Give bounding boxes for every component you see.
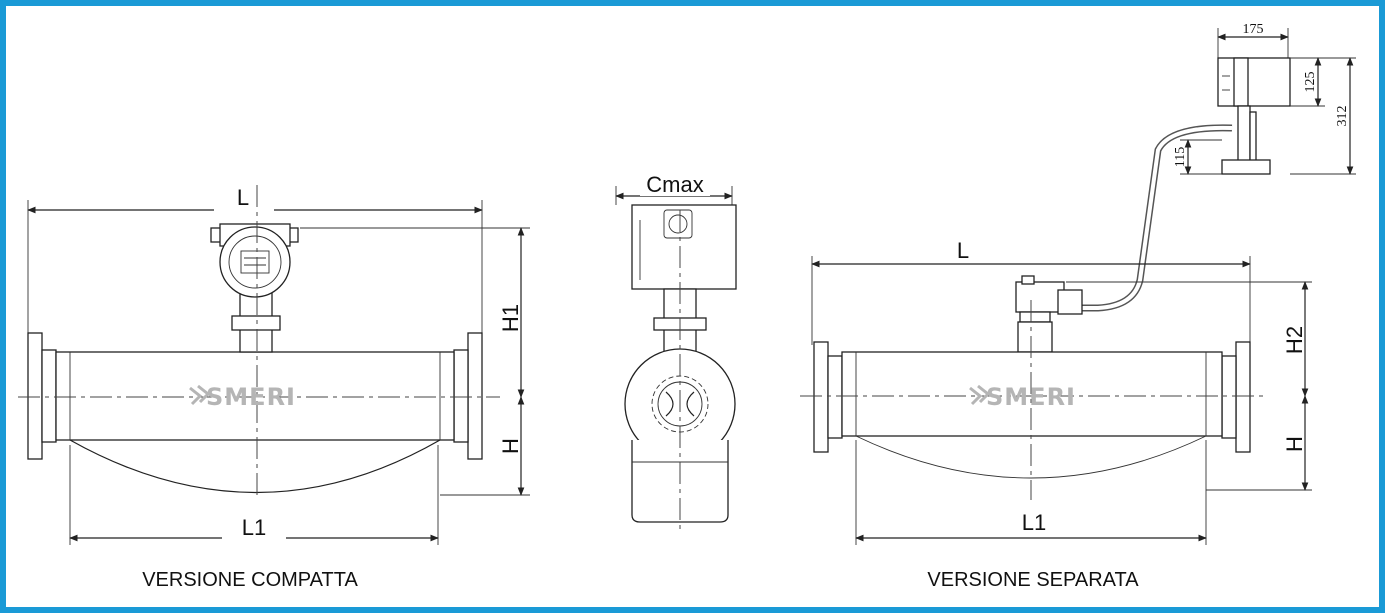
remote-head xyxy=(1217,57,1291,107)
compact-H1-label: H1 xyxy=(498,304,523,332)
side-x-mark-icon xyxy=(665,391,695,417)
compact-right-flange xyxy=(467,332,483,460)
separate-sensor-body xyxy=(841,351,1223,437)
compact-tube-housing xyxy=(69,439,441,493)
separate-L1-label: L1 xyxy=(1022,510,1046,535)
separate-L-label: L xyxy=(957,238,969,263)
remote-total-height-label: 312 xyxy=(1335,106,1350,127)
compact-L-label: L xyxy=(237,185,249,210)
remote-base-height-label: 115 xyxy=(1173,147,1188,167)
separate-logo-text: SMERI xyxy=(986,383,1076,411)
compact-display-icon xyxy=(240,250,270,274)
compact-logo-text: SMERI xyxy=(206,383,296,411)
side-transmitter-box xyxy=(631,204,737,290)
compact-version: L SMERI H1 H xyxy=(18,182,530,591)
compact-sensor-body xyxy=(55,351,455,441)
smeri-logo-icon xyxy=(969,384,991,406)
separate-H2-label: H2 xyxy=(1282,326,1307,354)
separate-H-label: H xyxy=(1282,436,1307,452)
separate-caption: VERSIONE SEPARATA xyxy=(927,569,1139,591)
separate-left-flange xyxy=(813,341,829,453)
remote-width-label: 175 xyxy=(1243,22,1264,37)
separate-tube-housing xyxy=(855,435,1207,479)
remote-head-height-label: 125 xyxy=(1303,72,1318,93)
remote-transmitter: 175 125 312 115 xyxy=(1173,22,1356,175)
compact-L1-label: L1 xyxy=(242,515,266,540)
compact-transmitter-head xyxy=(219,226,291,298)
compact-H-label: H xyxy=(498,438,523,454)
separate-version: 175 125 312 115 L xyxy=(800,22,1356,591)
junction-box xyxy=(1015,281,1065,313)
separate-right-flange xyxy=(1235,341,1251,453)
compact-left-flange xyxy=(27,332,43,460)
compact-caption: VERSIONE COMPATTA xyxy=(142,569,358,591)
side-Cmax-label: Cmax xyxy=(646,172,703,197)
smeri-logo-icon xyxy=(189,384,211,406)
side-view: Cmax xyxy=(615,170,737,530)
